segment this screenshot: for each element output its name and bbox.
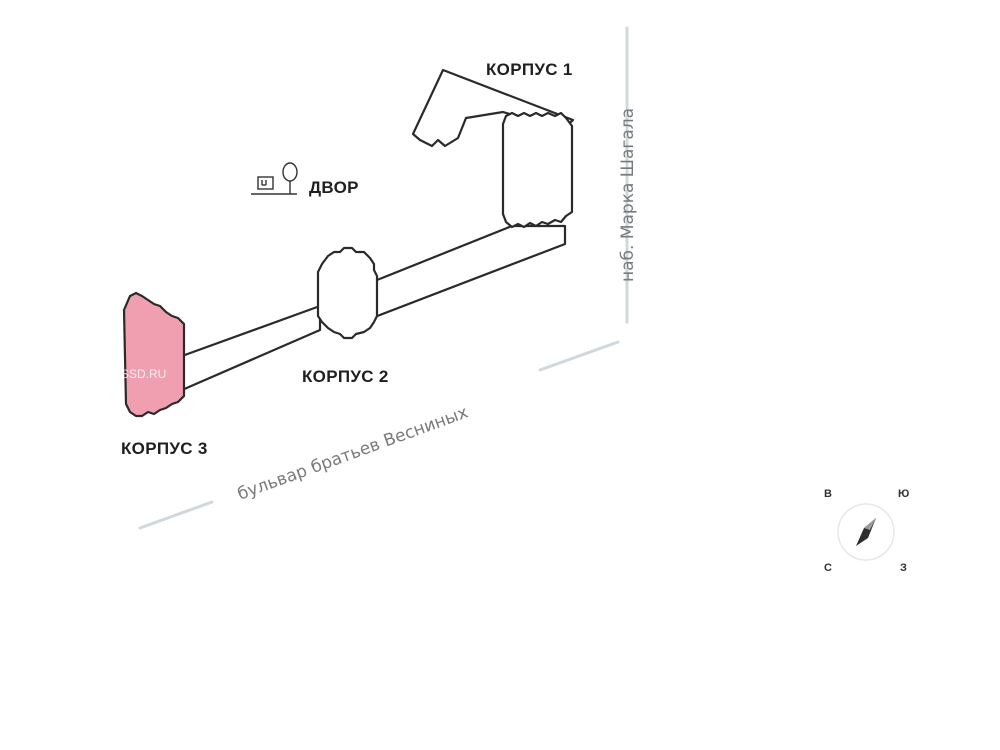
compass-letter-top-left: В [824,488,832,500]
connector-k2-k1 [370,224,567,320]
tree-icon [282,162,298,194]
embankment-street-label: наб. Марка Шагала [618,108,638,282]
korpus-1-tower[interactable] [501,111,574,229]
korpus-3-label[interactable]: КОРПУС 3 [121,439,208,458]
boulevard-road-line-upper [538,340,620,372]
compass-needle-light [864,518,876,530]
courtyard-label: ДВОР [309,178,359,197]
korpus-3-block[interactable] [122,291,186,418]
korpus-2-label[interactable]: КОРПУС 2 [302,367,389,386]
compass-ring [837,503,895,561]
korpus-1-label[interactable]: КОРПУС 1 [486,60,573,79]
compass-letter-bottom-left: С [824,562,832,574]
boulevard-street-label: бульвар братьев Весниных [235,403,471,505]
korpus-2-block[interactable] [316,246,379,340]
connector-k3-k2 [180,304,322,392]
compass: В Ю С З [824,488,909,574]
watermark-text: SSD.RU [121,367,166,381]
compass-letter-top-right: Ю [898,488,909,500]
compass-letter-bottom-right: З [900,562,907,574]
boulevard-road-line-lower [138,500,214,530]
